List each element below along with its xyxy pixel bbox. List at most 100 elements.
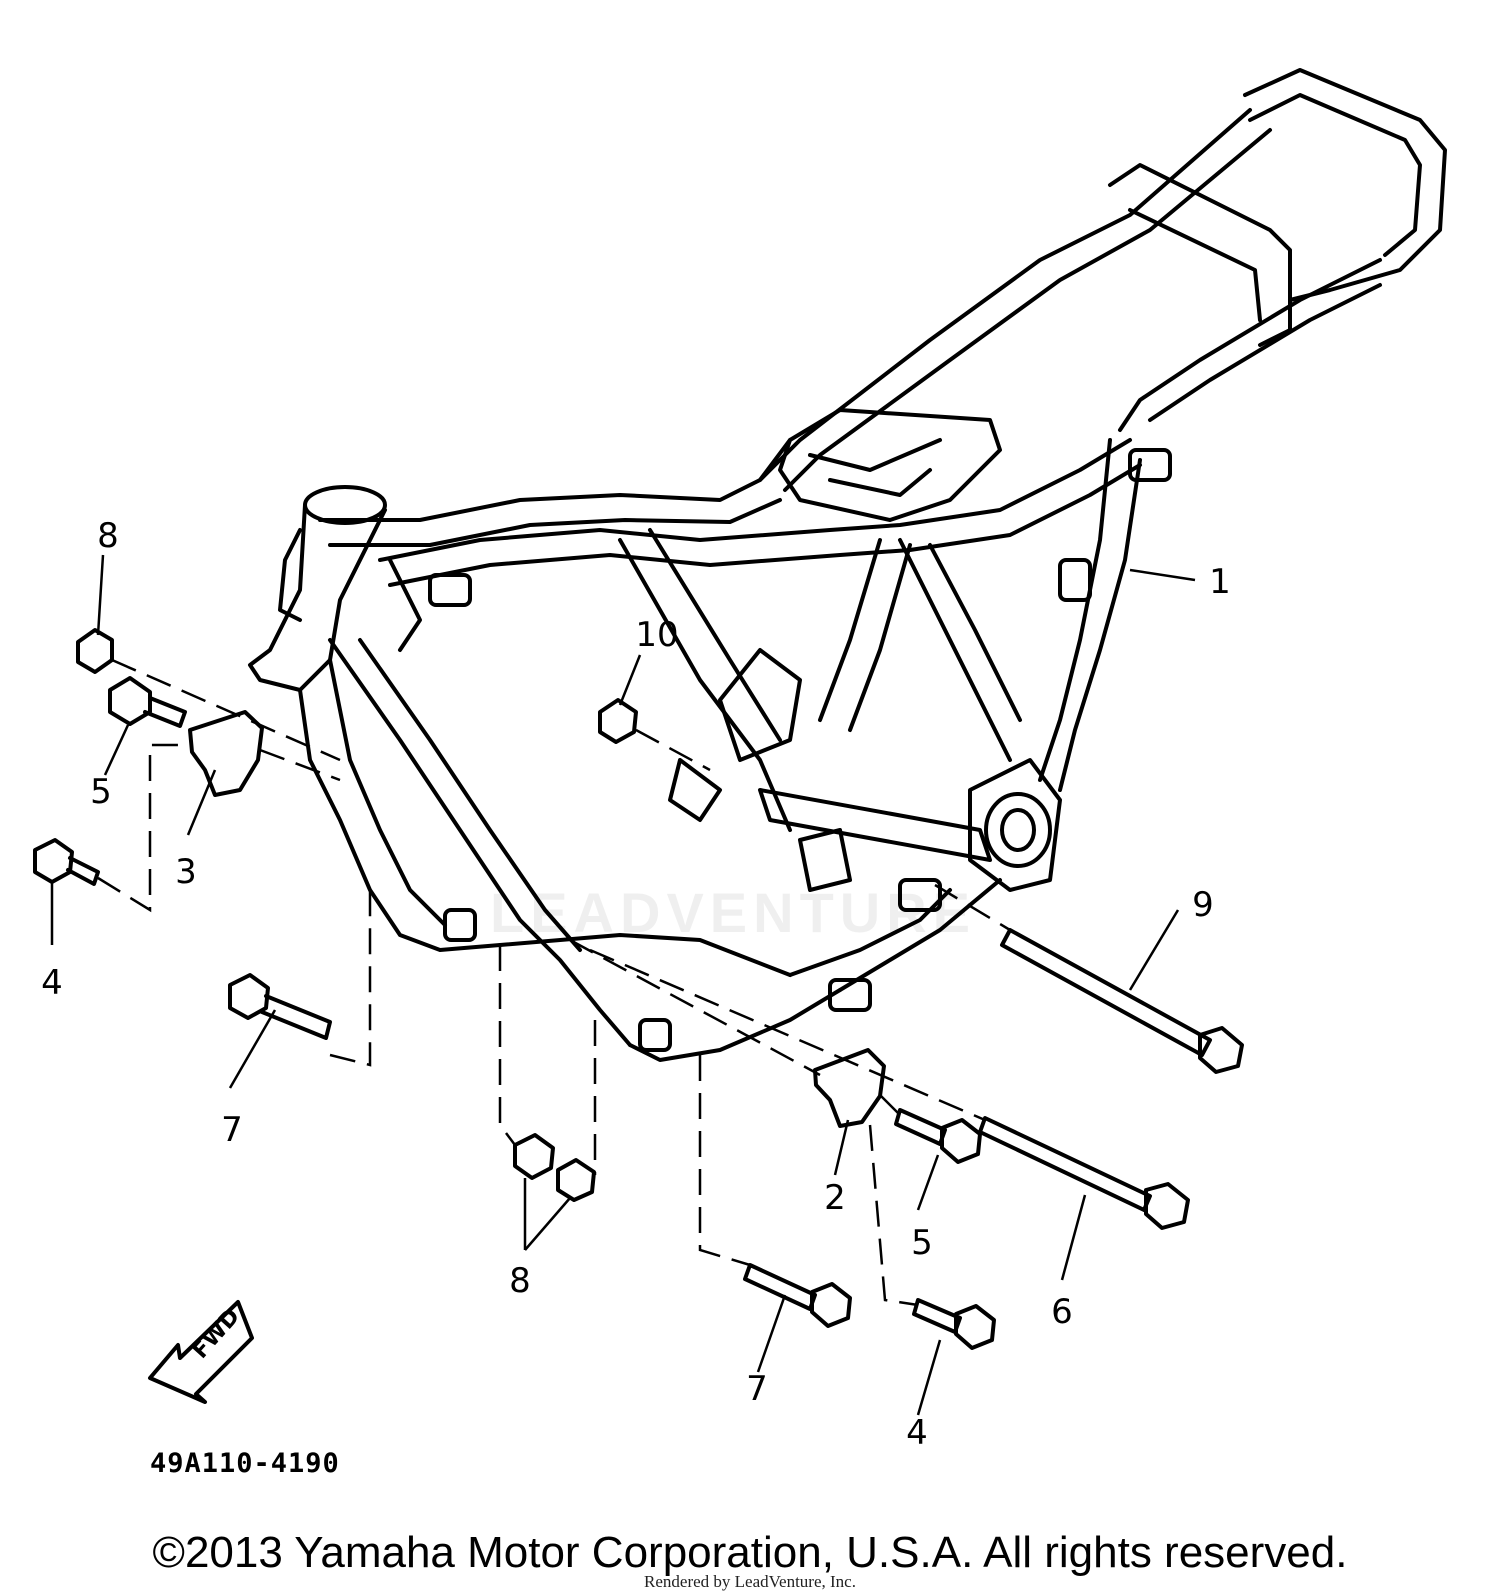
nut-8-bottom-a-icon	[513, 1133, 555, 1180]
lower-cradle	[498, 933, 842, 1062]
dash-8-bottom-a	[498, 945, 516, 1146]
rear-crossmember-inner	[1128, 208, 1262, 322]
upper-rail-right	[1118, 258, 1382, 432]
watermark: LEADVENTURE	[490, 881, 977, 944]
callout-10: 10	[635, 615, 679, 655]
callout-6: 6	[1051, 1292, 1073, 1332]
callout-4-bottom: 4	[906, 1413, 928, 1453]
rear-down-right	[1058, 458, 1142, 792]
bolt-4-left-icon	[33, 838, 100, 886]
center-brace-b	[818, 538, 912, 732]
steering-head-top	[303, 485, 387, 525]
rear-crossmember	[1108, 163, 1292, 347]
tab-rear-top	[1128, 448, 1172, 482]
dash-3	[259, 748, 341, 782]
dash-8-top	[111, 658, 341, 762]
callout-8-bottom: 8	[509, 1261, 531, 1301]
rear-loop	[1243, 68, 1447, 302]
callout-3: 3	[175, 852, 197, 892]
center-brace-c	[898, 538, 1022, 762]
top-tube-right-inner	[388, 463, 1142, 587]
leader-8-bottom-b	[524, 1197, 571, 1251]
tab-rear	[1058, 558, 1092, 602]
tab-right-rear	[898, 878, 942, 912]
hardware-parts	[33, 628, 1244, 1350]
leader-6	[1060, 1194, 1087, 1281]
upper-rail-left-inner	[783, 128, 1272, 492]
callout-4-left: 4	[41, 963, 63, 1003]
leader-2	[833, 1119, 850, 1176]
dash-4-left	[97, 743, 190, 913]
top-tube-left	[318, 438, 792, 522]
tab-head	[428, 573, 472, 607]
leader-8-top	[96, 554, 105, 636]
downtube-right-inner	[358, 638, 582, 952]
seat-bracket	[778, 408, 1002, 522]
fwd-arrow-icon	[148, 1300, 254, 1404]
copyright-notice: ©2013 Yamaha Motor Corporation, U.S.A. A…	[152, 1528, 1348, 1577]
leader-5-left	[103, 724, 130, 776]
leader-3	[186, 769, 217, 836]
seat-bracket-detail	[808, 438, 942, 497]
dash-7-bottom	[698, 1055, 751, 1267]
dash-4-bottom	[868, 1124, 919, 1307]
top-tube-right	[378, 438, 1132, 562]
nut-8-topleft-icon	[76, 628, 114, 674]
downtube-left	[298, 688, 502, 952]
rear-down-left	[1038, 438, 1112, 782]
callout-1: 1	[1209, 562, 1231, 602]
bolt-5-left-icon	[108, 676, 187, 728]
dash-7-left	[329, 880, 372, 1067]
callout-5-left: 5	[90, 772, 112, 812]
bolt-5-right-icon	[894, 1108, 982, 1164]
upper-rail-right-inner	[1148, 283, 1382, 422]
tab-lower-mid	[638, 1018, 672, 1052]
top-tube-left-inner	[328, 498, 782, 547]
leader-4-bottom	[916, 1339, 942, 1416]
bolt-7-bottom-icon	[743, 1263, 852, 1328]
downtube-right	[328, 638, 632, 1047]
swingarm-pivot-hole	[1000, 808, 1036, 852]
callout-7-bottom: 7	[746, 1369, 768, 1409]
dash-9	[934, 883, 1011, 932]
pivot-plate	[968, 758, 1062, 892]
engine-mount	[668, 648, 802, 822]
frame-drawing	[248, 68, 1447, 1062]
callout-9: 9	[1192, 885, 1214, 925]
leader-7-bottom	[756, 1294, 787, 1373]
assembly-lines	[97, 658, 1011, 1307]
engine-mount-lower	[798, 828, 852, 892]
center-brace-a	[618, 528, 792, 832]
leader-5-right	[916, 1154, 940, 1211]
part-code: 49A110-4190	[150, 1448, 340, 1479]
tab-lower-right	[828, 978, 872, 1012]
downtube-left-inner	[328, 658, 447, 927]
leader-10	[618, 654, 642, 706]
bracket-3-icon	[188, 710, 264, 797]
leader-7-left	[228, 1009, 277, 1089]
upper-rail-left	[758, 108, 1252, 482]
bolt-9-icon	[1000, 928, 1244, 1074]
callout-2: 2	[824, 1178, 846, 1218]
callout-8-top: 8	[97, 516, 119, 556]
bolt-7-left-icon	[228, 973, 332, 1040]
leader-lines	[50, 554, 1196, 1416]
callout-7-left: 7	[221, 1110, 243, 1150]
dash-10	[635, 728, 711, 772]
bolt-6-icon	[978, 1116, 1190, 1230]
dash-6	[589, 948, 986, 1122]
dash-2	[569, 938, 821, 1077]
head-gusset	[278, 528, 422, 652]
dash-5-right	[879, 1094, 901, 1116]
bracket-2-icon	[813, 1048, 886, 1128]
steering-head	[248, 503, 387, 692]
rendered-by-note: Rendered by LeadVenture, Inc.	[644, 1572, 856, 1591]
nut-10-icon	[598, 698, 638, 744]
bolt-4-bottom-icon	[912, 1298, 996, 1350]
rear-loop-inner	[1248, 93, 1422, 257]
callout-5-right: 5	[911, 1223, 933, 1263]
swingarm-pivot-boss	[984, 792, 1052, 868]
leader-9	[1128, 909, 1180, 991]
leader-1	[1129, 568, 1196, 582]
